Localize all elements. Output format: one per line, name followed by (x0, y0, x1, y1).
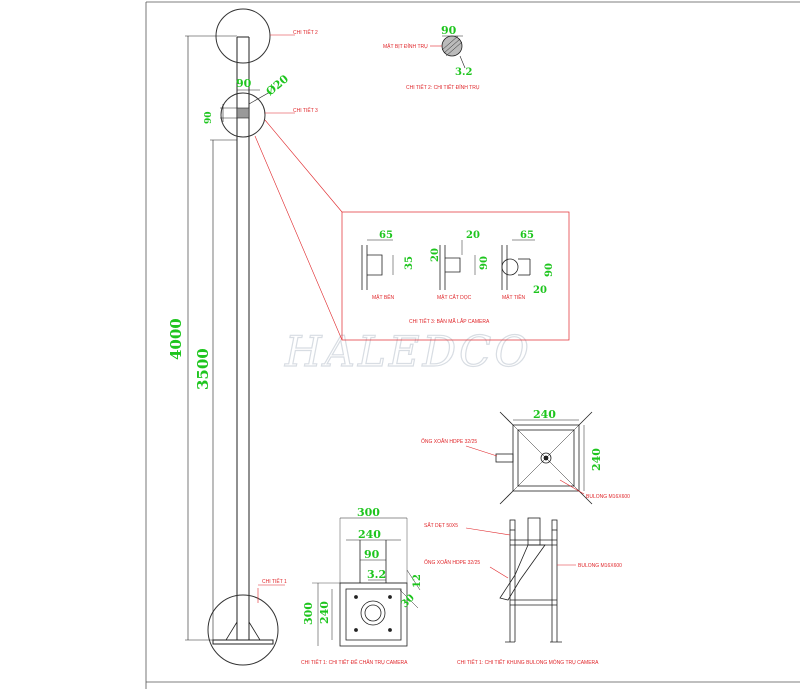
top-detail-dim-width: 90 (441, 24, 457, 37)
pole-callout-lines (254, 34, 343, 603)
front-view-dim-a: 65 (520, 230, 534, 241)
base-dim-side-inner: 240 (318, 601, 331, 624)
base-dim-inner: 240 (358, 528, 381, 541)
callout-detail-2: CHI TIẾT 2 (293, 29, 318, 36)
base-dim-side-outer: 300 (302, 602, 315, 625)
cross-section-label: MẶT CẮT DỌC (437, 293, 472, 301)
foundation-side-caption: CHI TIẾT 1: CHI TIẾT KHUNG BULONG MÓNG T… (457, 659, 599, 666)
foundation-top-view (465, 411, 593, 505)
foundation-side-bolt-label: BULONG M16X600 (578, 563, 622, 569)
dim-total-height: 4000 (167, 318, 185, 360)
top-detail-dim-thickness: 3.2 (455, 67, 472, 78)
cross-section-dim-c: 90 (479, 256, 490, 270)
base-dim-hole: 30 (399, 592, 417, 610)
cross-section-dim-b: 20 (466, 230, 480, 241)
sheet-frame (145, 1, 800, 689)
callout-detail-3: CHI TIẾT 3 (293, 107, 318, 114)
foundation-side-pipe-label: ỐNG XOẮN HDPE 32/25 (424, 558, 480, 566)
cross-section-dim-a: 20 (430, 248, 441, 262)
base-dim-thickness: 3.2 (367, 568, 386, 581)
side-view-label: MẶT BÊN (372, 293, 395, 301)
pole-elevation (185, 8, 279, 666)
foundation-side-view (465, 517, 576, 643)
dim-top-diameter: Ø20 (264, 72, 292, 98)
callout-detail-1: CHI TIẾT 1 (262, 578, 287, 585)
foundation-top-pipe-label: ỐNG XOẮN HDPE 32/25 (421, 437, 477, 445)
top-cap-detail (430, 35, 466, 69)
base-plate-detail (312, 517, 421, 647)
front-view-dim-b: 90 (544, 263, 555, 277)
dim-pole-height: 3500 (194, 348, 212, 390)
dim-top-width: 90 (236, 77, 252, 90)
dim-top-side: 90 (204, 111, 214, 124)
top-detail-caption: CHI TIẾT 2: CHI TIẾT ĐỈNH TRỤ (406, 84, 480, 91)
camera-plate-caption: CHI TIẾT 3: BẢN MÃ LẮP CAMERA (409, 317, 490, 325)
front-view-label: MẶT TIỀN (502, 294, 526, 301)
camera-plate-drawings (361, 239, 535, 290)
foundation-top-bolt-label: BULONG M16X600 (586, 494, 630, 500)
base-dim-outer: 300 (357, 506, 380, 519)
camera-plate-frame (341, 211, 570, 341)
foundation-side-steel-label: SẮT DẸT 50X5 (424, 521, 458, 529)
side-view-dim-b: 35 (404, 256, 415, 270)
foundation-top-dim-width: 240 (533, 408, 556, 421)
base-dim-pipe: 90 (364, 548, 380, 561)
front-view-dim-c: 20 (533, 285, 547, 296)
top-detail-section-label: MẶT BỊT ĐỈNH TRỤ (383, 43, 428, 50)
foundation-top-dim-height: 240 (590, 448, 603, 471)
base-detail-caption: CHI TIẾT 1: CHI TIẾT ĐẾ CHÂN TRỤ CAMERA (301, 659, 408, 666)
side-view-dim-a: 65 (379, 230, 393, 241)
base-dim-hole-offset: 12 (412, 574, 423, 588)
watermark: HALEDCO (284, 327, 532, 376)
